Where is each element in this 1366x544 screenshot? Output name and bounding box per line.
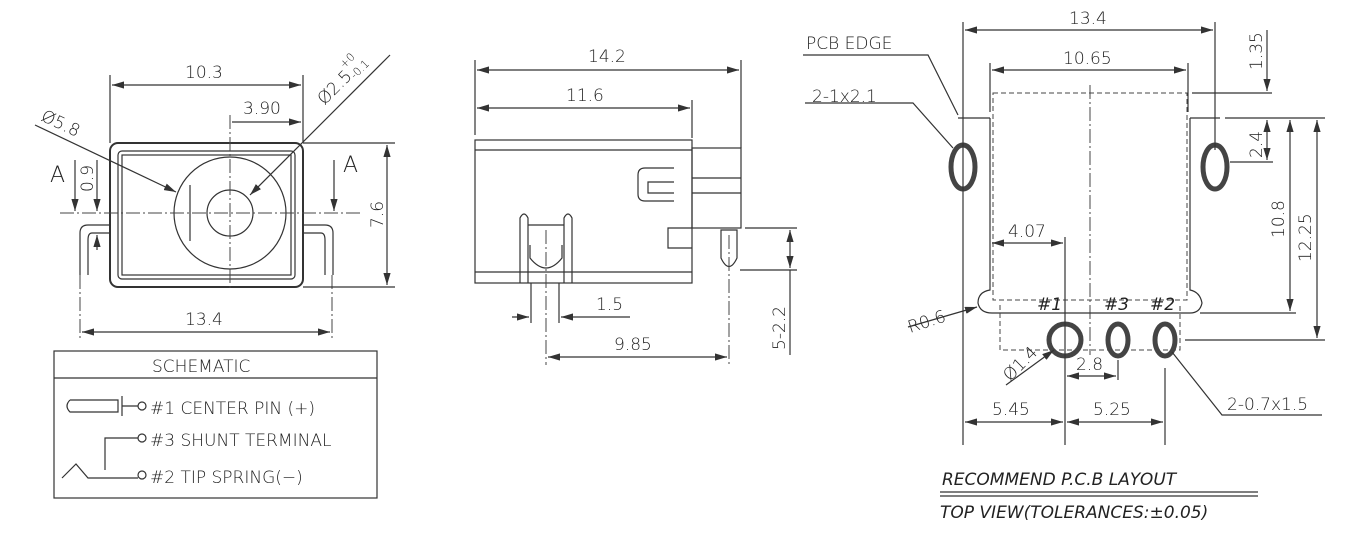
pcb-dim-4-07: 4.07 (1008, 222, 1046, 242)
pcb-layout-view: 13.4 10.65 PCB EDGE 2-1x2.1 1.35 2.4 10.… (803, 9, 1325, 523)
schematic-title: SCHEMATIC (152, 357, 250, 377)
schematic-pin-2: #2 TIP SPRING(−) (150, 468, 303, 488)
pcb-dim-2-8: 2.8 (1076, 355, 1103, 375)
schematic-pin-1: #1 CENTER PIN (+) (150, 399, 315, 419)
pcb-dim-13-4: 13.4 (1069, 9, 1107, 29)
slot-note: 2-1x2.1 (812, 87, 877, 107)
pcb-title-line-2: TOP VIEW(TOLERANCES:±0.05) (940, 503, 1208, 523)
pcb-edge-label: PCB EDGE (806, 34, 892, 54)
dim-5-2-2: 5-2.2 (770, 306, 790, 350)
pcb-dim-2-4: 2.4 (1247, 131, 1267, 158)
dim-10-3: 10.3 (185, 63, 223, 83)
dim-1-5: 1.5 (596, 295, 623, 315)
dim-7-6: 7.6 (368, 201, 388, 228)
oval-note: 2-0.7x1.5 (1227, 395, 1308, 415)
schematic-pin-3: #3 SHUNT TERMINAL (150, 431, 331, 451)
dim-14-2: 14.2 (588, 47, 626, 67)
pcb-dim-1-35: 1.35 (1247, 32, 1267, 70)
dim-0-9: 0.9 (78, 165, 98, 192)
schematic-box: SCHEMATIC #1 CENTER PIN (+) #3 SHUNT TER… (53, 350, 378, 499)
radius-label: R0.6 (905, 307, 948, 338)
pcb-title-line-1: RECOMMEND P.C.B LAYOUT (942, 470, 1178, 490)
pin-label-1: #1 (1037, 295, 1062, 315)
pcb-dim-10-65: 10.65 (1063, 49, 1112, 69)
pin-label-2: #2 (1150, 295, 1175, 315)
dim-dia-5-8: Ø5.8 (38, 106, 83, 141)
pcb-dim-5-25: 5.25 (1093, 400, 1131, 420)
dim-9-85: 9.85 (614, 335, 652, 355)
pin-label-3: #3 (1104, 295, 1129, 315)
pcb-dim-12-25: 12.25 (1296, 213, 1316, 262)
dim-13-4: 13.4 (185, 310, 223, 330)
section-mark-left: A (50, 163, 65, 188)
hole-dia-label: Ø1.4 (999, 343, 1042, 386)
section-mark-right: A (343, 153, 358, 178)
pcb-dim-5-45: 5.45 (992, 400, 1030, 420)
pcb-dim-10-8: 10.8 (1269, 200, 1289, 238)
front-view: 10.3 3.90 Ø5.8 Ø2.5 +0 -0.1 A A 0.9 7.6 … (34, 50, 395, 340)
side-view: 14.2 11.6 1.5 9.85 5-2.2 (474, 47, 797, 365)
dim-11-6: 11.6 (566, 86, 604, 106)
dim-3-90: 3.90 (243, 99, 281, 119)
